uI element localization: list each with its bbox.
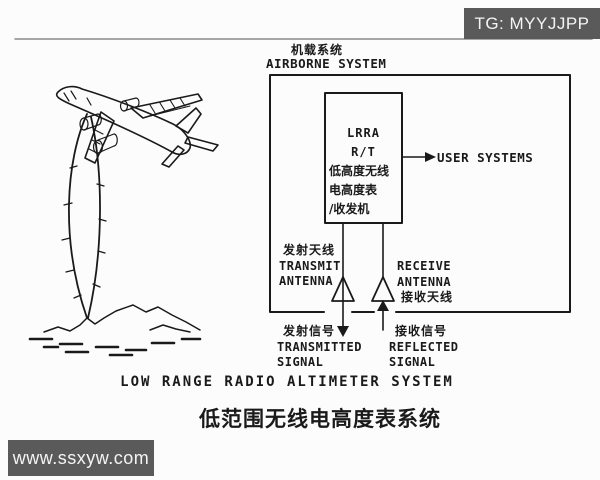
lrra-line-5: /收发机	[329, 202, 370, 216]
ground-hatches	[28, 337, 202, 357]
transmit-antenna-label: 发射天线 TRANSMIT ANTENNA	[279, 243, 341, 290]
reflected-signal-label-en1: REFLECTED	[389, 339, 459, 354]
reflected-signal-label-en2: SIGNAL	[389, 355, 436, 369]
receive-antenna-icon	[371, 276, 395, 302]
receive-antenna-label-en1: RECEIVE	[397, 259, 452, 273]
airborne-system-box	[269, 74, 571, 313]
lrra-rt-box	[324, 92, 403, 224]
airborne-system-label-en: AIRBORNE SYSTEM	[266, 56, 387, 71]
transmit-feed-line	[337, 222, 349, 337]
lrra-rt-box-text: LRRA R/T 低高度无线 电高度表 /收发机	[325, 93, 402, 223]
lrra-line-1: LRRA	[347, 126, 380, 140]
aircraft-illustration	[55, 85, 219, 168]
aircraft-near-engine-1-intake	[79, 117, 89, 131]
watermark-badge-top-right: TG: MYYJJPP	[464, 8, 600, 39]
aircraft-near-wing	[84, 111, 115, 164]
user-systems-arrow-icon	[401, 152, 436, 162]
reflected-signal-label: 接收信号 REFLECTED SIGNAL	[389, 324, 459, 371]
transmit-antenna-label-cn: 发射天线	[283, 243, 336, 257]
aircraft-far-wing	[130, 93, 203, 119]
aircraft-left-stabilizer	[161, 145, 185, 168]
transmit-antenna-label-en1: TRANSMIT	[279, 258, 341, 273]
reflected-signal-label-cn: 接收信号	[395, 324, 448, 338]
figure-caption-en: LOW RANGE RADIO ALTIMETER SYSTEM	[120, 374, 454, 390]
transmitted-signal-label: 发射信号 TRANSMITTED SIGNAL	[277, 324, 362, 371]
mountain-ridge	[43, 304, 201, 333]
receive-antenna-label-en2: ANTENNA	[397, 274, 452, 289]
receive-antenna-label-cn: 接收天线	[401, 290, 454, 304]
radio-beam	[61, 113, 107, 319]
aircraft-fuselage	[55, 85, 192, 156]
transmitted-signal-label-cn: 发射信号	[283, 324, 336, 338]
aircraft-cockpit-detail	[63, 90, 92, 106]
terrain-illustration	[28, 304, 202, 357]
watermark-badge-bottom-left: www.ssxyw.com	[8, 440, 154, 476]
transmitted-signal-label-en2: SIGNAL	[277, 355, 324, 369]
mountain-ridge-2	[149, 324, 191, 333]
lrra-line-3: 低高度无线	[329, 164, 390, 178]
figure-caption-cn: 低范围无线电高度表系统	[199, 407, 441, 431]
lrra-line-2: R/T	[351, 145, 376, 159]
airborne-system-label-cn: 机载系统	[291, 43, 344, 57]
aircraft-far-wing-detail	[149, 97, 191, 117]
receive-feed-line	[377, 222, 389, 331]
aircraft-right-stabilizer	[184, 136, 219, 152]
radio-beam-ticks	[61, 165, 107, 299]
aircraft-far-engine-intake	[119, 100, 129, 112]
receive-antenna-label: RECEIVE ANTENNA 接收天线	[397, 259, 453, 306]
transmitted-signal-label-en1: TRANSMITTED	[277, 339, 362, 354]
transmit-antenna-label-en2: ANTENNA	[279, 274, 334, 288]
lrra-line-4: 电高度表	[329, 183, 378, 197]
aircraft-tail-fin	[175, 107, 202, 134]
user-systems-label: USER SYSTEMS	[437, 150, 534, 165]
transmit-antenna-icon	[331, 276, 355, 302]
